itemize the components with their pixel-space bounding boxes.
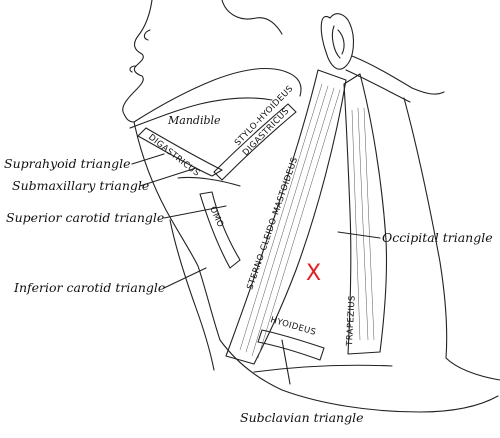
scm-fibers [239, 83, 341, 359]
hyoideus-label: HYOIDEUS [269, 315, 317, 338]
trapezius-label: TRAPEZIUS [345, 295, 358, 347]
omo-label: OMO [207, 205, 225, 229]
submaxillary-triangle-label: Submaxillary triangle [12, 178, 150, 193]
face-profile [122, 0, 153, 123]
trapezius-band [343, 73, 388, 355]
occipital-triangle-label: Occipital triangle [382, 230, 493, 245]
stylohyoid [213, 103, 297, 181]
mandible-lower-border [129, 97, 273, 129]
trapezius-fibers [351, 107, 375, 341]
omohyoid-lower [257, 329, 325, 361]
ear-outline [320, 13, 355, 70]
leader-superior-carotid [163, 205, 227, 219]
jaw-line [133, 67, 302, 123]
leader-suprahyoid [131, 153, 165, 165]
lips [129, 65, 137, 73]
scm-label: STERNO-CLEIDO-MASTOIDEUS [245, 156, 300, 291]
omohyoid-upper [199, 191, 241, 269]
subclavian-triangle-label: Subclavian triangle [240, 410, 364, 425]
scm-band [225, 69, 347, 365]
nostril [143, 29, 151, 41]
x-marker: X [306, 261, 321, 286]
shoulder-outline [403, 97, 500, 381]
chest-outline [219, 339, 499, 413]
ear-inner [331, 25, 345, 59]
digastricus-lower-label: DIGASTRICUS [146, 132, 201, 178]
digastric-belly [137, 127, 223, 177]
hair-outline [221, 0, 283, 35]
suprahyoid-triangle-label: Suprahyoid triangle [4, 156, 131, 171]
back-of-head [351, 55, 445, 95]
nuchal-line [345, 69, 411, 103]
throat-contour [133, 121, 221, 341]
clavicle [253, 364, 393, 373]
leader-submaxillary [139, 167, 197, 187]
leader-occipital [337, 231, 381, 239]
hyoid-bone [177, 176, 241, 187]
leader-inferior-carotid [163, 267, 207, 289]
leader-subclavian [281, 339, 291, 385]
front-neck [169, 219, 215, 371]
superior-carotid-triangle-label: Superior carotid triangle [6, 210, 165, 225]
inferior-carotid-triangle-label: Inferior carotid triangle [14, 280, 166, 295]
mandible-label: Mandible [167, 114, 221, 127]
